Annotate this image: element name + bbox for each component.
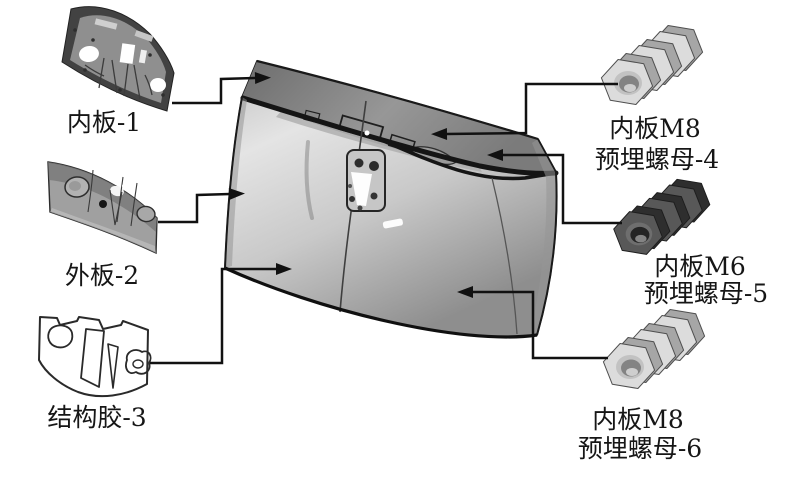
connector-inner-panel [172,72,271,105]
nut-m8-4-thumbnail [601,26,702,105]
tailgate-assembly [224,59,559,339]
label-nut-4-line1: 内板M8 [609,114,701,143]
connector-arrows [150,72,622,365]
nut-m6-5-thumbnail [614,179,710,254]
connector-adhesive [150,263,292,365]
connector-nut-6 [457,286,608,360]
label-inner-panel: 内板-1 [66,108,142,137]
inner-panel-thumbnail [61,6,175,112]
label-nut-5-line2: 预埋螺母-5 [643,279,769,308]
label-nut-5-line1: 内板M6 [654,252,746,281]
outer-panel-thumbnail [47,161,158,255]
nut-m8-6-thumbnail [603,310,704,389]
label-nut-6-line2: 预埋螺母-6 [577,434,703,463]
adhesive-thumbnail [38,316,152,398]
label-outer-panel: 外板-2 [64,261,140,290]
label-nut-4-line2: 预埋螺母-4 [594,145,720,174]
connector-nut-4 [431,82,618,140]
connector-nut-5 [487,149,622,225]
label-structural-adhesive: 结构胶-3 [47,403,147,432]
connector-outer-panel [158,188,245,224]
latch-detail [346,149,386,212]
label-nut-6-line1: 内板M8 [592,405,684,434]
highlight-spot [382,218,403,229]
